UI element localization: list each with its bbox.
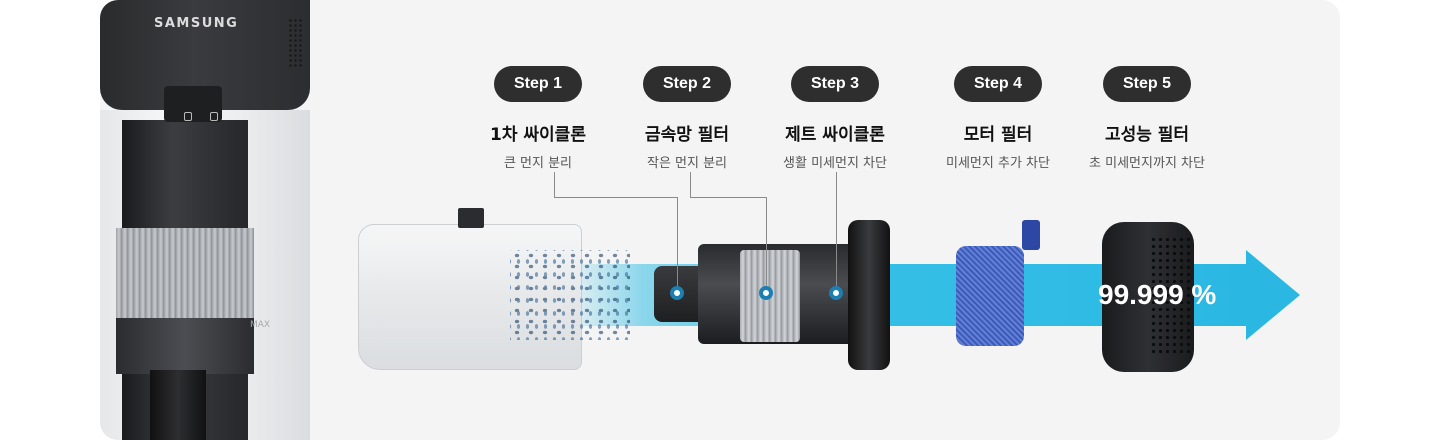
step-title: 고성능 필터 <box>1104 125 1190 145</box>
hepa-filter-vents <box>1150 236 1190 356</box>
step-4: Step 4 모터 필터 미세먼지 추가 차단 <box>913 66 1083 171</box>
dust-bin-cap <box>458 208 484 228</box>
vacuum-body: SAMSUNG MAX <box>100 0 310 440</box>
vacuum-ring <box>116 318 254 374</box>
step-title: 모터 필터 <box>963 125 1033 145</box>
cyclone-flange <box>848 220 890 370</box>
leader-line-step1 <box>554 172 555 198</box>
vent-grille <box>288 18 302 68</box>
step-description: 초 미세먼지까지 차단 <box>1089 156 1205 171</box>
vacuum-mesh-filter <box>116 228 254 318</box>
lock-icon <box>184 112 192 121</box>
step-pill: Step 4 <box>953 66 1042 102</box>
step-pill: Step 3 <box>790 66 879 102</box>
marker-dot-step2 <box>759 286 773 300</box>
step-1: Step 1 1차 싸이클론 큰 먼지 분리 <box>453 66 623 171</box>
leader-line-step2-v <box>766 197 767 291</box>
step-5: Step 5 고성능 필터 초 미세먼지까지 차단 <box>1062 66 1232 171</box>
step-pill: Step 2 <box>642 66 731 102</box>
leader-line-step2-h <box>690 197 766 198</box>
step-title: 1차 싸이클론 <box>490 125 586 145</box>
marker-dot-step3 <box>829 286 843 300</box>
airflow-arrow-head <box>1246 250 1300 340</box>
step-2: Step 2 금속망 필터 작은 먼지 분리 <box>602 66 772 171</box>
dust-particles <box>510 250 630 340</box>
efficiency-label: 99.999 % <box>1098 279 1217 310</box>
unlock-icon <box>210 112 218 121</box>
leader-line-step1-v <box>677 197 678 291</box>
bin-latch <box>164 86 222 122</box>
brand-logo: SAMSUNG <box>154 16 239 31</box>
step-title: 금속망 필터 <box>644 125 730 145</box>
step-pill: Step 5 <box>1102 66 1191 102</box>
marker-dot-step1 <box>670 286 684 300</box>
step-3: Step 3 제트 싸이클론 생활 미세먼지 차단 <box>750 66 920 171</box>
motor-filter-tab <box>1022 220 1040 250</box>
max-marking: MAX <box>250 320 271 330</box>
step-description: 큰 먼지 분리 <box>503 156 573 171</box>
step-description: 미세먼지 추가 차단 <box>946 156 1050 171</box>
leader-line-step2 <box>690 172 691 198</box>
vacuum-tube <box>150 370 206 440</box>
motor-filter-part <box>956 246 1024 346</box>
leader-line-step1-h <box>554 197 678 198</box>
leader-line-step3 <box>836 172 837 292</box>
filtration-panel: SAMSUNG MAX 99.999 % Step 1 1차 싸이클론 큰 먼지… <box>100 0 1340 440</box>
step-pill: Step 1 <box>493 66 582 102</box>
step-description: 생활 미세먼지 차단 <box>783 156 887 171</box>
step-title: 제트 싸이클론 <box>785 125 885 145</box>
step-description: 작은 먼지 분리 <box>646 156 728 171</box>
